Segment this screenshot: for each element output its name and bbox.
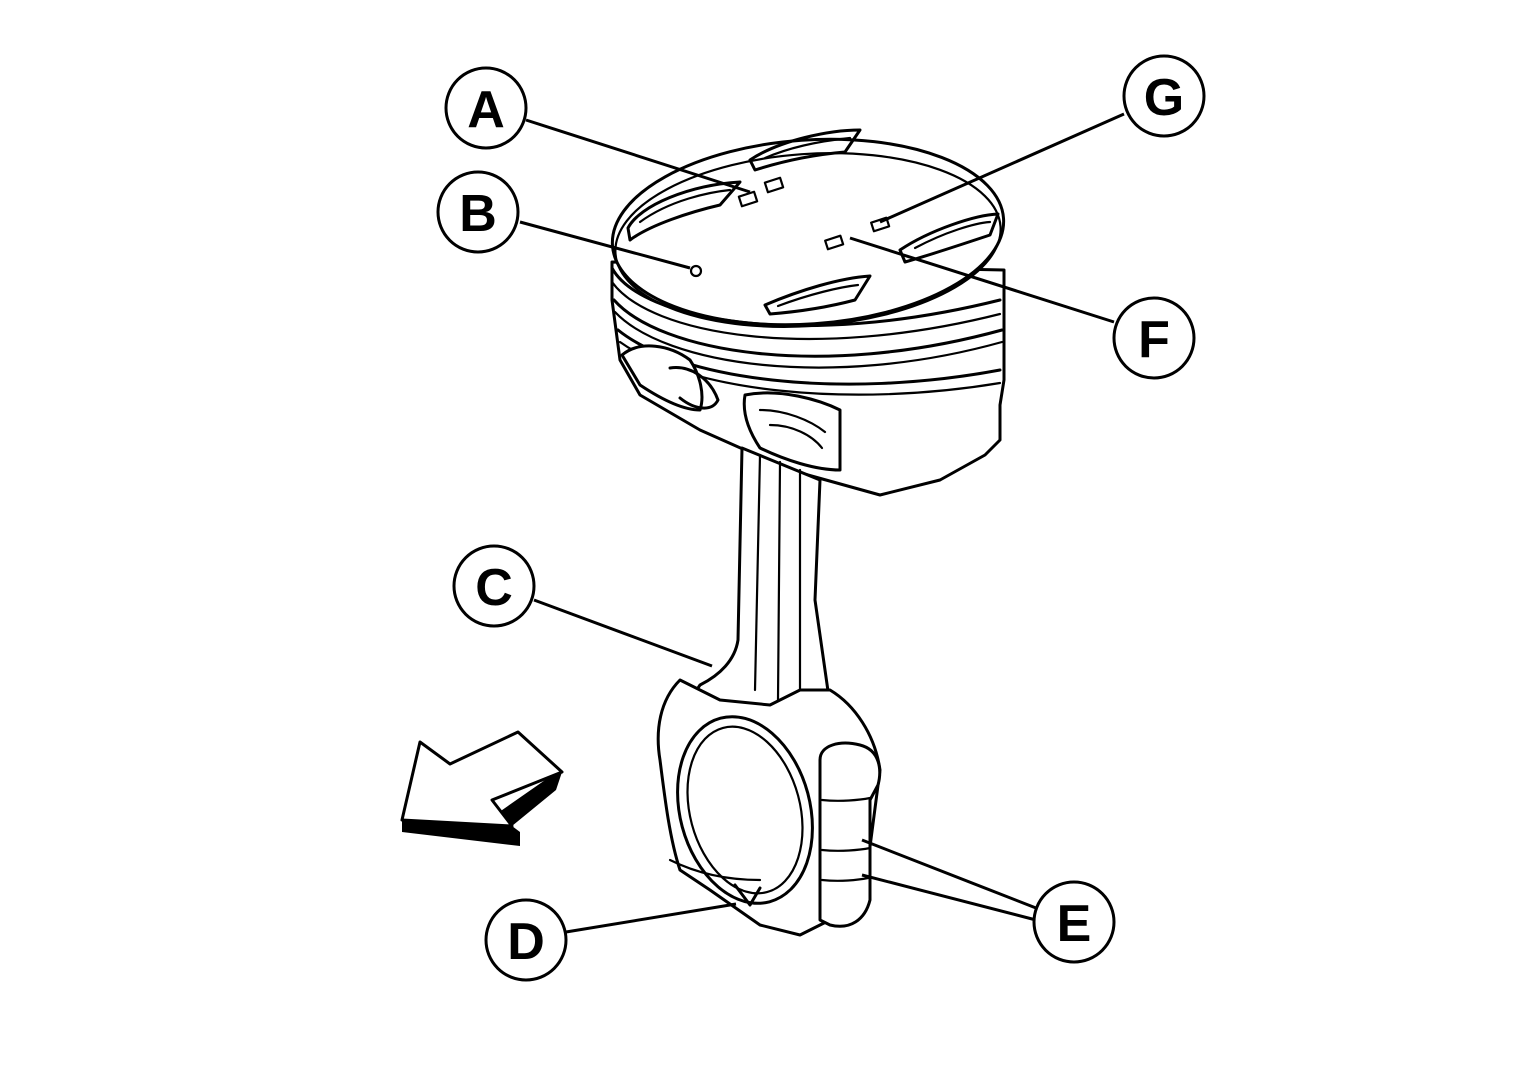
connecting-rod bbox=[656, 446, 882, 937]
callout-b: B bbox=[436, 170, 520, 254]
callout-g: G bbox=[1122, 54, 1206, 138]
callout-f: F bbox=[1112, 296, 1196, 380]
callout-a-label: A bbox=[467, 81, 505, 139]
callout-f-label: F bbox=[1138, 311, 1170, 369]
callout-g-label: G bbox=[1144, 69, 1184, 127]
callout-c: C bbox=[452, 544, 536, 628]
callout-d: D bbox=[484, 898, 568, 982]
callout-e-label: E bbox=[1057, 895, 1092, 953]
callout-d-label: D bbox=[507, 913, 545, 971]
callout-e: E bbox=[1032, 880, 1116, 964]
callout-a: A bbox=[444, 66, 528, 150]
callout-c-label: C bbox=[475, 559, 513, 617]
piston bbox=[610, 128, 1006, 497]
leader-lines bbox=[519, 112, 1125, 934]
front-direction-arrow-icon bbox=[400, 730, 564, 846]
callout-b-label: B bbox=[459, 185, 497, 243]
